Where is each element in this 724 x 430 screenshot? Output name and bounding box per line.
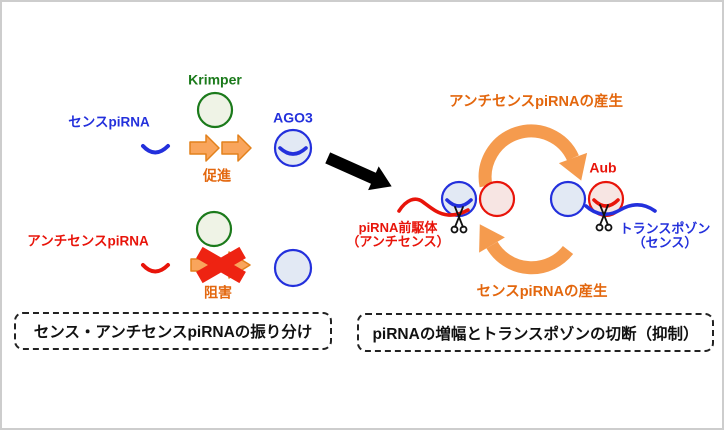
sense-pirna-strand — [141, 144, 170, 155]
scissors-icon — [595, 204, 613, 232]
krimper-label: Krimper — [188, 71, 242, 88]
ago3-protein-circle — [273, 248, 313, 288]
pirna-in-aub-strand — [592, 198, 620, 208]
pirna-in-ago3-strand — [445, 198, 473, 208]
pirna-precursor-label: piRNA前駆体 （アンチセンス） — [346, 221, 449, 249]
promote-arrow-icon — [189, 134, 252, 162]
cycle-arrow-top-icon — [478, 124, 588, 188]
transposon-label: トランスポゾン （センス） — [620, 222, 711, 250]
inhibit-x-icon — [196, 246, 246, 284]
scissors-icon — [450, 206, 468, 234]
pirna-precursor-label-line2: （アンチセンス） — [346, 234, 450, 249]
aub-label: Aub — [589, 159, 617, 176]
antisense-pirna-label: アンチセンスpiRNA — [27, 233, 149, 249]
krimper-protein-circle — [195, 210, 233, 248]
ago3-protein-circle — [273, 128, 313, 168]
cycle-arrow-bottom-icon — [479, 224, 574, 275]
transposon-label-line2: （センス） — [632, 235, 698, 250]
pirna-in-ago3-strand — [278, 146, 308, 156]
sense-pirna-label: センスpiRNA — [68, 114, 150, 130]
antisense-production-label: アンチセンスpiRNAの産生 — [449, 94, 623, 111]
aub-protein-circle — [478, 180, 516, 218]
pirna-precursor-label-line1: piRNA前駆体 — [358, 220, 438, 235]
right-panel-caption: piRNAの増幅とトランスポゾンの切断（抑制） — [357, 313, 714, 352]
sense-production-label: センスpiRNAの産生 — [476, 284, 608, 301]
ago3-protein-circle — [549, 180, 587, 218]
transposon-label-line1: トランスポゾン — [619, 221, 711, 236]
krimper-protein-circle — [196, 91, 234, 129]
inhibit-label: 阻害 — [204, 284, 232, 301]
transposon-strand — [584, 203, 657, 216]
ago3-label: AGO3 — [273, 109, 313, 126]
antisense-pirna-strand — [141, 263, 170, 274]
transition-arrow-icon — [325, 152, 392, 191]
promote-label: 促進 — [203, 167, 231, 184]
left-panel-caption: センス・アンチセンスpiRNAの振り分け — [14, 312, 332, 350]
